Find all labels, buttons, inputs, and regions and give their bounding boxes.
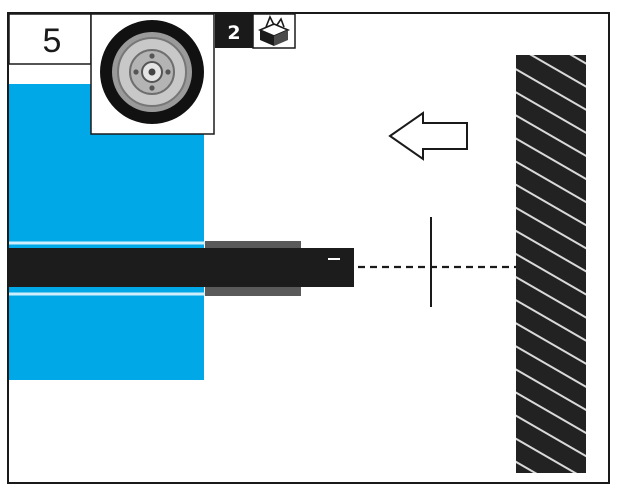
parts-box-icon	[257, 15, 291, 46]
arrow-left-outline-icon	[388, 111, 468, 161]
wheel-icon	[100, 20, 204, 124]
quantity-badge	[215, 14, 253, 48]
axle-shaft	[9, 248, 354, 287]
step-number: 5	[43, 22, 62, 60]
step-number-box	[8, 13, 92, 65]
hatched-wall	[516, 55, 586, 473]
quantity-count: 2	[227, 22, 240, 44]
